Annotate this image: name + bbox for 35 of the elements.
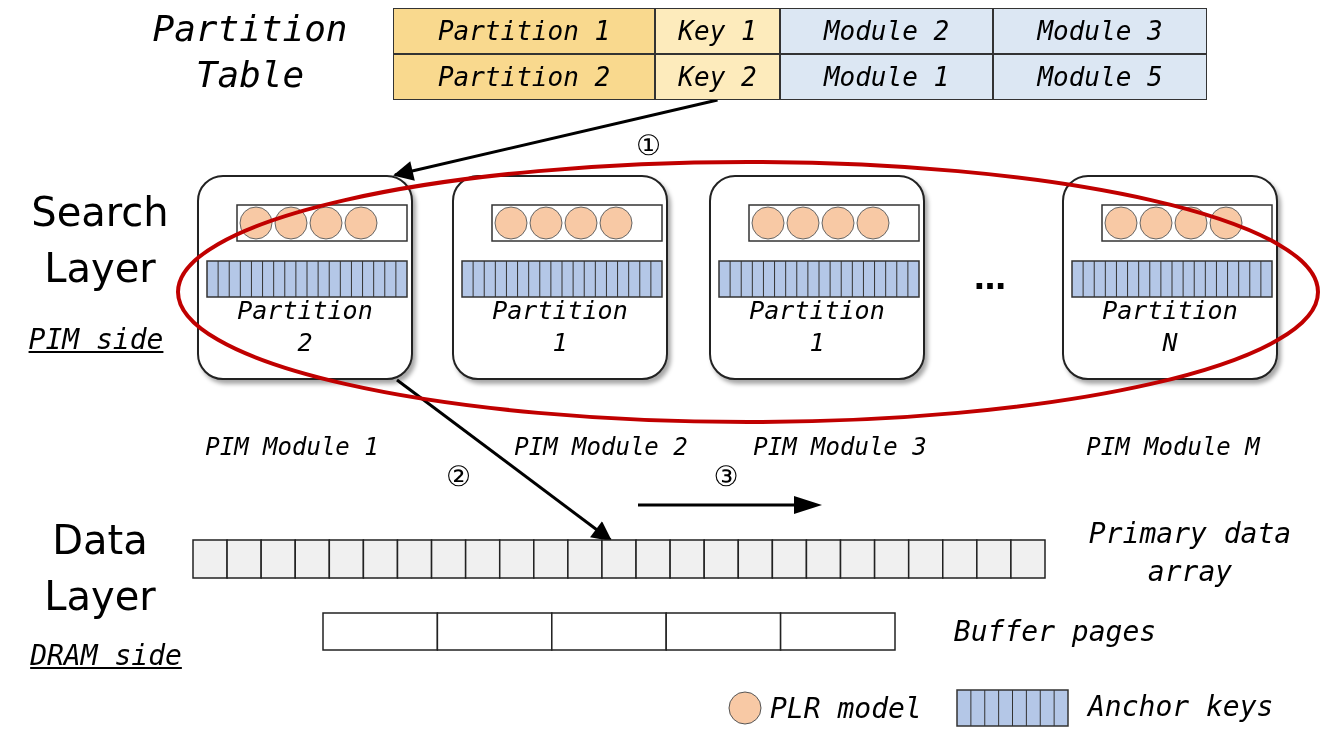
partition-label: Partition 2 <box>236 295 374 359</box>
table-cell: Module 3 <box>993 8 1207 54</box>
partition-label: Partition N <box>1101 295 1239 359</box>
side-label: DRAM side <box>29 638 183 674</box>
arrow <box>396 378 613 542</box>
pim-module-card <box>709 175 925 380</box>
pim-module-card <box>452 175 668 380</box>
array-caption: Buffer pages <box>952 614 1158 650</box>
partition-label: Partition 1 <box>491 295 629 359</box>
step-number: ③ <box>712 460 740 494</box>
legend-label: Anchor keys <box>1088 689 1274 725</box>
module-name: PIM Module 3 <box>752 432 928 462</box>
table-cell: Partition 2 <box>393 54 655 100</box>
pim-module-card <box>197 175 413 380</box>
pim-module-card <box>1062 175 1278 380</box>
arrow <box>393 98 718 181</box>
table-cell: Module 5 <box>993 54 1207 100</box>
module-name: PIM Module M <box>1085 432 1262 462</box>
ellipsis: … <box>973 258 1007 298</box>
buffer-pages-bar <box>323 613 895 650</box>
layer-title: Search Layer <box>30 188 170 293</box>
table-title: Partition Table <box>151 7 349 97</box>
table-cell: Module 1 <box>780 54 993 100</box>
partition-label: Partition 1 <box>748 295 886 359</box>
side-label: PIM side <box>27 322 165 358</box>
table-cell: Partition 1 <box>393 8 655 54</box>
layer-title: Data Layer <box>43 516 157 621</box>
array-caption: Primary data array <box>1087 516 1293 590</box>
data-array <box>193 540 1045 578</box>
module-name: PIM Module 2 <box>513 432 689 462</box>
module-name: PIM Module 1 <box>204 432 380 462</box>
legend-label: PLR model <box>770 691 922 727</box>
table-cell: Key 1 <box>655 8 780 54</box>
table-cell: Module 2 <box>780 8 993 54</box>
table-cell: Key 2 <box>655 54 780 100</box>
